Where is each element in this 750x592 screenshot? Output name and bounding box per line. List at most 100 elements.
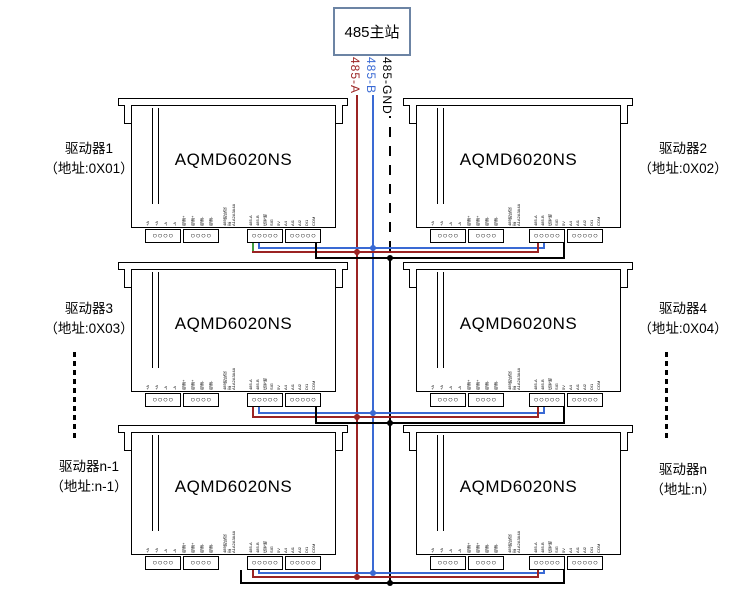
stub-gnd-left bbox=[240, 570, 242, 582]
screw-terminals-icon: ○○○○○ bbox=[567, 229, 603, 243]
pin-label-row: +A+A-A-A 电源+电源+电源-电源- 485地址设定 A1A2A3A4A5… bbox=[132, 530, 335, 553]
stub-485b-left bbox=[258, 243, 260, 247]
screw-terminals-icon: ○○○○○ bbox=[285, 229, 321, 243]
power-pin-labels: +A+A-A-A bbox=[146, 384, 177, 390]
stub-gnd-right bbox=[563, 570, 565, 582]
tap-wire-485b bbox=[258, 412, 545, 414]
driver-body: AQMD6020NS +A+A-A-A 电源+电源+电源-电源- 485地址设定… bbox=[131, 269, 336, 392]
driver-name: 驱动器4 bbox=[658, 301, 707, 316]
power-pin-labels: +A+A-A-A bbox=[431, 384, 462, 390]
screw-terminals-icon: ○○○○ bbox=[468, 556, 504, 570]
screw-terminals-icon: ○○○○ bbox=[430, 393, 466, 407]
tap-wire-485a bbox=[252, 416, 539, 418]
junction-dot-485b bbox=[370, 570, 376, 576]
bus-line-485gnd-dashed bbox=[389, 51, 391, 259]
dip-switch-note: 485地址设定 A1A2A3A4A5A6A7A8 bbox=[223, 368, 236, 390]
signal-terminal-block: ○○○○○ ○○○○○ bbox=[529, 556, 603, 570]
driver-3-label: 驱动器3 （地址:0X03） bbox=[26, 299, 152, 338]
screw-terminals-icon: ○○○○○ bbox=[529, 393, 565, 407]
signal-terminal-block: ○○○○○ ○○○○○ bbox=[247, 556, 321, 570]
master-station-label: 485主站 bbox=[344, 24, 400, 41]
junction-dot-485a bbox=[354, 414, 360, 420]
stub-gnd-right bbox=[563, 407, 565, 422]
screw-terminals-icon: ○○○○ bbox=[145, 229, 181, 243]
power-pin-labels: 电源+电源+电源-电源- bbox=[467, 542, 498, 553]
signal-terminal-block: ○○○○○ ○○○○○ bbox=[247, 229, 321, 243]
driver-unit-n1: AQMD6020NS +A+A-A-A 电源+电源+电源-电源- 485地址设定… bbox=[118, 425, 348, 571]
junction-dot-gnd bbox=[387, 420, 393, 426]
continuation-ellipsis-right bbox=[665, 352, 668, 438]
screw-terminals-icon: ○○○○ bbox=[145, 556, 181, 570]
driver-model-label: AQMD6020NS bbox=[459, 150, 578, 169]
dip-switch-note: 485地址设定 A1A2A3A4A5A6A7A8 bbox=[223, 531, 236, 553]
driver-body: AQMD6020NS +A+A-A-A 电源+电源+电源-电源- 485地址设定… bbox=[131, 105, 336, 228]
signal-terminal-block: ○○○○○ ○○○○○ bbox=[529, 393, 603, 407]
heatsink-rail bbox=[437, 435, 444, 531]
screw-terminals-icon: ○○○○ bbox=[183, 229, 219, 243]
screw-terminals-icon: ○○○○○ bbox=[285, 393, 321, 407]
tap-wire-485a bbox=[252, 576, 539, 578]
junction-dot-485b bbox=[370, 410, 376, 416]
master-station-box: 485主站 bbox=[333, 7, 411, 56]
driver-address: （地址:0X01） bbox=[44, 160, 134, 176]
power-terminal-block: ○○○○ ○○○○ bbox=[430, 229, 504, 243]
heatsink-rail bbox=[437, 108, 444, 204]
driver-name: 驱动器1 bbox=[64, 141, 113, 156]
dip-switch-note: 485地址设定 A1A2A3A4A5A6A7A8 bbox=[508, 368, 521, 390]
power-terminal-block: ○○○○ ○○○○ bbox=[145, 393, 219, 407]
stub-485b-right bbox=[543, 243, 545, 247]
driver-address: （地址:n） bbox=[650, 481, 716, 497]
continuation-ellipsis-left bbox=[73, 352, 76, 438]
driver-name: 驱动器n-1 bbox=[58, 459, 119, 474]
driver-model-label: AQMD6020NS bbox=[459, 314, 578, 333]
tap-wire-485a bbox=[252, 251, 539, 253]
bus-label-485a: 485-A bbox=[348, 56, 362, 96]
dip-switch-note: 485地址设定 A1A2A3A4A5A6A7A8 bbox=[508, 204, 521, 226]
stub-485a-right bbox=[537, 407, 539, 416]
stub-485b-left bbox=[258, 407, 260, 412]
power-pin-labels: 电源+电源+电源-电源- bbox=[467, 215, 498, 226]
heatsink-rail bbox=[437, 272, 444, 368]
screw-terminals-icon: ○○○○○ bbox=[567, 393, 603, 407]
screw-terminals-icon: ○○○○ bbox=[183, 556, 219, 570]
driver-model-label: AQMD6020NS bbox=[174, 150, 293, 169]
screw-terminals-icon: ○○○○ bbox=[430, 556, 466, 570]
junction-dot-gnd bbox=[387, 255, 393, 261]
driver-unit-n: AQMD6020NS +A+A-A-A 电源+电源+电源-电源- 485地址设定… bbox=[403, 425, 633, 571]
driver-address: （地址:0X02） bbox=[638, 160, 728, 176]
power-pin-labels: +A+A-A-A bbox=[146, 220, 177, 226]
stub-485b-right bbox=[543, 407, 545, 412]
driver-body: AQMD6020NS +A+A-A-A 电源+电源+电源-电源- 485地址设定… bbox=[416, 432, 621, 555]
pin-label-row: +A+A-A-A 电源+电源+电源-电源- 485地址设定 A1A2A3A4A5… bbox=[417, 367, 620, 390]
power-pin-labels: 电源+电源+电源-电源- bbox=[182, 215, 213, 226]
screw-terminals-icon: ○○○○ bbox=[183, 393, 219, 407]
stub-485b-right bbox=[543, 570, 545, 573]
driver-unit-2: AQMD6020NS +A+A-A-A 电源+电源+电源-电源- 485地址设定… bbox=[403, 98, 633, 244]
screw-terminals-icon: ○○○○ bbox=[145, 393, 181, 407]
screw-terminals-icon: ○○○○○ bbox=[247, 229, 283, 243]
driver-address: （地址:n-1） bbox=[50, 478, 128, 494]
heatsink-rail bbox=[152, 108, 159, 204]
stub-gnd-left bbox=[315, 243, 317, 257]
power-terminal-block: ○○○○ ○○○○ bbox=[430, 393, 504, 407]
power-pin-labels: 电源+电源+电源-电源- bbox=[182, 379, 213, 390]
signal-terminal-block: ○○○○○ ○○○○○ bbox=[529, 229, 603, 243]
driver-4-label: 驱动器4 （地址:0X04） bbox=[620, 299, 746, 338]
driver-n1-label: 驱动器n-1 （地址:n-1） bbox=[26, 457, 152, 496]
tap-wire-485b bbox=[258, 247, 545, 249]
screw-terminals-icon: ○○○○ bbox=[430, 229, 466, 243]
driver-name: 驱动器2 bbox=[658, 141, 707, 156]
pin-label-row: +A+A-A-A 电源+电源+电源-电源- 485地址设定 A1A2A3A4A5… bbox=[417, 203, 620, 226]
bus-label-485b: 485-B bbox=[364, 56, 378, 96]
screw-terminals-icon: ○○○○○ bbox=[247, 556, 283, 570]
stub-485a-right bbox=[537, 570, 539, 576]
